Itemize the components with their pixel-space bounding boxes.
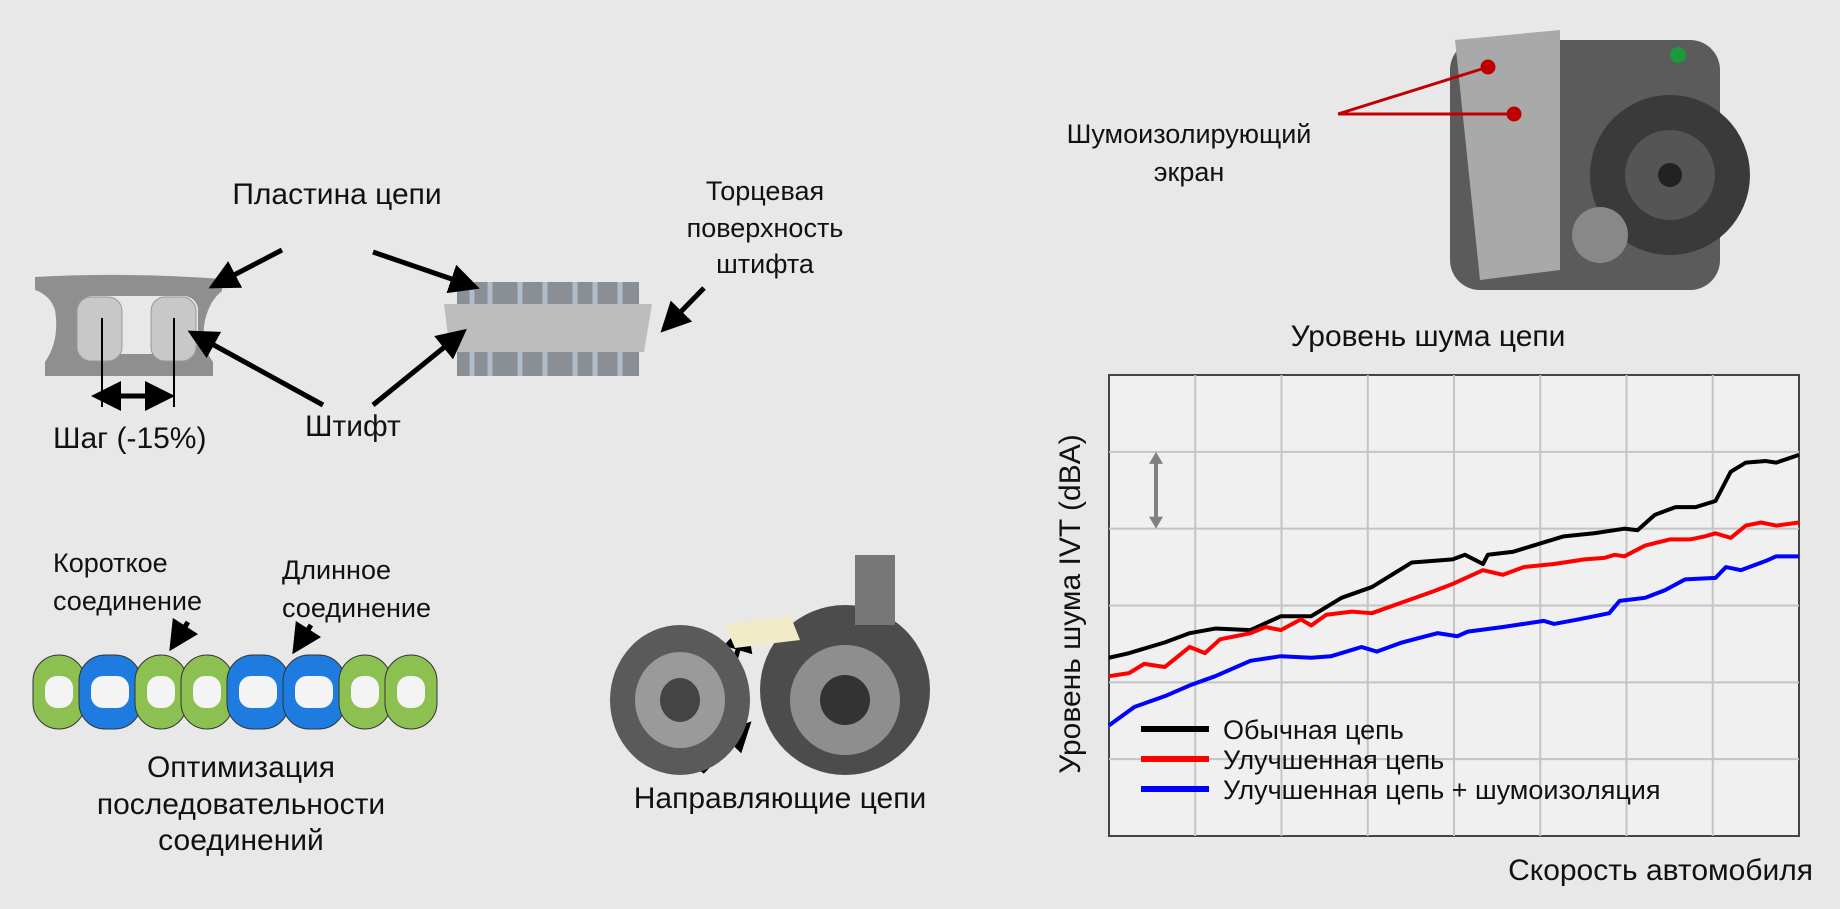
chart-y-label: Уровень шума IVT (dBA) — [1054, 434, 1087, 774]
pin-label: Штифт — [305, 410, 401, 443]
chain-link-sequence — [32, 654, 438, 730]
chart-x-label: Скорость автомобиля — [1508, 854, 1813, 887]
pin-end-face-label-3: штифта — [716, 249, 814, 279]
pin-side-diagram — [444, 282, 652, 376]
short-link-label-2: соединение — [53, 586, 203, 616]
chain-plate-diagram — [35, 274, 222, 411]
short-link-label-1: Короткое — [53, 548, 168, 578]
transmission-photo — [1450, 30, 1750, 290]
pitch-label: Шаг (-15%) — [53, 422, 207, 455]
scale-annotation: 5dBA — [1177, 483, 1241, 513]
pin-end-face-label-2: поверхность — [686, 213, 844, 243]
chain-plate-label: Пластина цепи — [232, 178, 442, 211]
legend-label-standard: Обычная цепь — [1223, 715, 1404, 745]
legend-label-improved: Улучшенная цепь — [1223, 745, 1445, 775]
legend-label-improved-insulated: Улучшенная цепь + шумоизоляция — [1223, 775, 1661, 805]
long-link-label-1: Длинное — [282, 555, 391, 585]
chart-title: Уровень шума цепи — [1290, 320, 1566, 353]
noise-shield-label-1: Шумоизолирующий — [1066, 119, 1312, 149]
pin-end-face-label-1: Торцевая — [705, 176, 825, 206]
noise-shield-pointer — [1337, 59, 1522, 122]
noise-shield-label-2: экран — [1153, 157, 1225, 187]
sequence-label-2: последовательности — [96, 788, 386, 821]
chain-assembly-photo — [610, 555, 930, 775]
sequence-label-3: соединений — [158, 824, 324, 857]
chain-guides-label: Направляющие цепи — [633, 782, 927, 815]
sequence-label-1: Оптимизация — [146, 751, 336, 784]
long-link-label-2: соединение — [282, 593, 432, 623]
